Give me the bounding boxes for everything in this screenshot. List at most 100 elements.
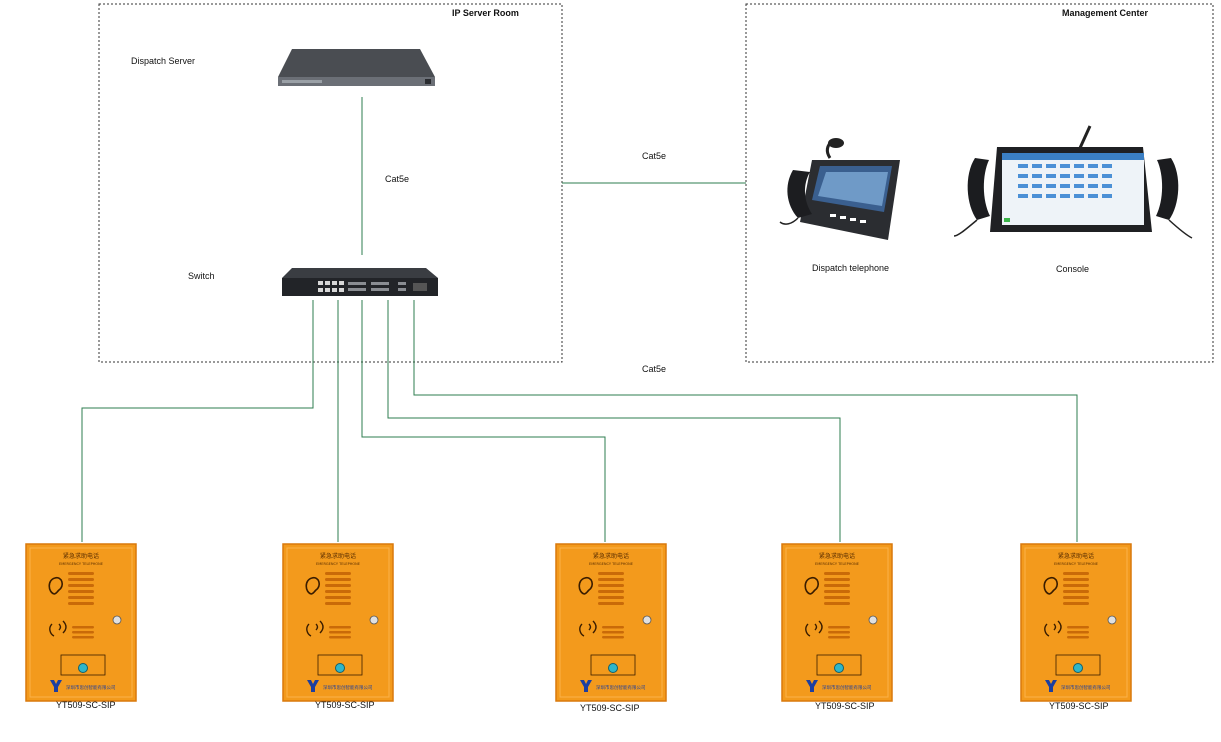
speaker-slot [824, 572, 850, 575]
speaker-slot [824, 584, 850, 587]
speaker-slot [598, 584, 624, 587]
speaker-slot [824, 602, 850, 605]
speaker-slot [325, 578, 351, 581]
speaker-slot [1063, 572, 1089, 575]
phone-header-en: EMERGENCY TELEPHONE [59, 562, 103, 566]
link-phone-4 [387, 300, 841, 542]
brand-logo-icon [50, 680, 62, 692]
mic-slot [329, 631, 351, 634]
speaking-icon [805, 620, 823, 637]
lock-icon [868, 615, 878, 625]
speaker-slot [1063, 602, 1089, 605]
brand-name: 深圳市思创智能有限公司 [1061, 684, 1111, 691]
phone-header-en: EMERGENCY TELEPHONE [589, 562, 633, 566]
mic-slot [828, 626, 850, 629]
ear-icon [48, 576, 64, 595]
cat5e-phones-label: Cat5e [642, 364, 667, 374]
emergency-phone-5: 紧急求助电话 EMERGENCY TELEPHONE 深圳市思创智能有限公司 [1020, 543, 1132, 702]
phone-header-en: EMERGENCY TELEPHONE [815, 562, 859, 566]
mic-slot [72, 636, 94, 639]
speaker-slot [1063, 584, 1089, 587]
ear-icon [1043, 576, 1059, 595]
speaker-slot [598, 602, 624, 605]
brand-name: 深圳市思创智能有限公司 [323, 684, 373, 691]
speaker-slot [68, 584, 94, 587]
lock-icon [1107, 615, 1117, 625]
call-panel [816, 654, 862, 676]
mic-slot [329, 626, 351, 629]
console-device [953, 125, 1193, 239]
speaker-slot [598, 578, 624, 581]
brand-logo-icon [1045, 680, 1057, 692]
speaker-slot [68, 572, 94, 575]
phone-header-cn: 紧急求助电话 [1058, 552, 1094, 560]
phone-5-model-label: YT509-SC-SIP [1049, 701, 1109, 711]
switch-device [282, 268, 438, 296]
speaker-slot [1063, 590, 1089, 593]
call-button [834, 663, 844, 673]
cat5e-room-management-label: Cat5e [642, 151, 667, 161]
speaker-slot [68, 596, 94, 599]
call-panel [1055, 654, 1101, 676]
management-region [745, 3, 1214, 363]
speaker-slot [325, 602, 351, 605]
speaker-slot [68, 590, 94, 593]
cable-links [81, 97, 1078, 542]
ear-icon [578, 576, 594, 595]
mic-slot [1067, 626, 1089, 629]
speaker-slot [598, 572, 624, 575]
link-phone-3 [361, 300, 606, 542]
phone-bezel [29, 547, 133, 698]
lock-icon [112, 615, 122, 625]
speaker-slot [325, 590, 351, 593]
dispatch-server-device [278, 49, 435, 86]
mic-slot [72, 631, 94, 634]
phone-4-model-label: YT509-SC-SIP [815, 701, 875, 711]
lock-icon [369, 615, 379, 625]
phone-bezel [286, 547, 390, 698]
speaking-icon [306, 620, 324, 637]
phone-2-model-label: YT509-SC-SIP [315, 700, 375, 710]
speaker-slot [325, 596, 351, 599]
speaker-slot [325, 584, 351, 587]
brand-logo-icon [580, 680, 592, 692]
call-button [608, 663, 618, 673]
call-button [335, 663, 345, 673]
phone-bezel [559, 547, 663, 698]
ear-icon [804, 576, 820, 595]
speaker-slot [824, 590, 850, 593]
phone-bezel [785, 547, 889, 698]
server-room-title: IP Server Room [452, 8, 519, 18]
phone-bezel [1024, 547, 1128, 698]
brand-name: 深圳市思创智能有限公司 [596, 684, 646, 691]
dispatch-server-label: Dispatch Server [131, 56, 196, 66]
phone-1-model-label: YT509-SC-SIP [56, 700, 116, 710]
phone-header-cn: 紧急求助电话 [819, 552, 855, 560]
mic-slot [828, 636, 850, 639]
speaking-icon [579, 620, 597, 637]
speaker-slot [1063, 596, 1089, 599]
call-button [78, 663, 88, 673]
call-panel [590, 654, 636, 676]
console-label: Console [1056, 264, 1090, 274]
link-phone-5 [413, 300, 1078, 542]
call-button [1073, 663, 1083, 673]
phone-header-en: EMERGENCY TELEPHONE [1054, 562, 1098, 566]
speaker-slot [824, 596, 850, 599]
brand-logo-icon [806, 680, 818, 692]
mic-slot [602, 636, 624, 639]
speaker-slot [598, 596, 624, 599]
phone-header-cn: 紧急求助电话 [320, 552, 356, 560]
dispatch-telephone-device [779, 138, 900, 240]
switch-label: Switch [188, 271, 215, 281]
mic-slot [1067, 636, 1089, 639]
speaking-icon [1044, 620, 1062, 637]
ear-icon [305, 576, 321, 595]
mic-slot [602, 626, 624, 629]
